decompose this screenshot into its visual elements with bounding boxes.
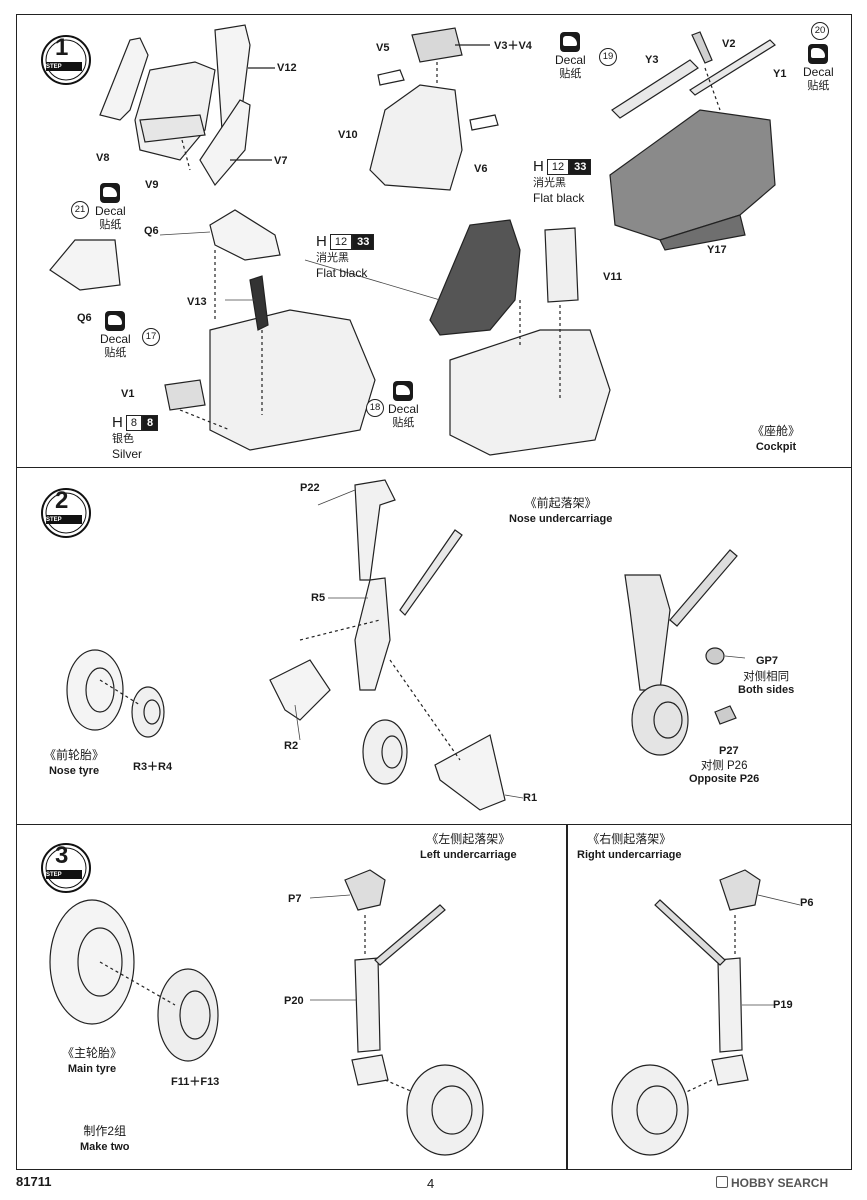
part-f11-f13: F11＋F13: [171, 1076, 220, 1088]
step-1-word: STEP: [46, 64, 62, 70]
step-3-number: 3: [55, 842, 69, 869]
step-1-badge: [41, 35, 91, 85]
part-v9: V9: [145, 179, 159, 191]
decal-number-17: 17: [142, 328, 160, 346]
part-q6-panel: Q6: [77, 312, 92, 324]
caption-nose-tyre: 《前轮胎》 Nose tyre: [44, 748, 105, 777]
step-3-word: STEP: [46, 872, 62, 878]
caption-cockpit: 《座舱》 Cockpit: [752, 424, 801, 453]
step-2-word: STEP: [46, 517, 62, 523]
step-3-badge: [41, 843, 91, 893]
decal-number-21: 21: [71, 201, 89, 219]
decal-number-20: 20: [811, 22, 829, 40]
caption-right-undercarriage: 《右侧起落架》 Right undercarriage: [577, 832, 682, 861]
decal-icon: [393, 381, 414, 401]
part-v5: V5: [376, 42, 390, 54]
decal-icon: [560, 32, 581, 52]
watermark: HOBBY SEARCH: [716, 1176, 828, 1190]
caption-main-tyre: 《主轮胎》 Main tyre: [62, 1046, 123, 1075]
part-p22: P22: [300, 482, 320, 494]
decal-note-top-right: Decal 贴纸: [803, 44, 834, 92]
part-r1: R1: [523, 792, 538, 804]
step-1-number: 1: [55, 34, 69, 61]
part-p7: P7: [288, 893, 302, 905]
step-2-number: 2: [55, 487, 69, 514]
part-p6: P6: [800, 897, 814, 909]
part-r5: R5: [311, 592, 326, 604]
decal-note-mid-left: Decal 贴纸: [100, 311, 131, 359]
part-p27: P27: [719, 745, 739, 757]
part-q6-top: Q6: [144, 225, 159, 237]
part-p20: P20: [284, 995, 304, 1007]
part-y17: Y17: [707, 244, 727, 256]
part-p19: P19: [773, 999, 793, 1011]
decal-note-top-center: Decal 贴纸: [555, 32, 586, 80]
decal-icon: [808, 44, 829, 64]
part-v13: V13: [187, 296, 207, 308]
note-both-sides: 对侧相同 Both sides: [738, 671, 795, 697]
step3-divider: [566, 824, 568, 1170]
part-v2: V2: [722, 38, 736, 50]
kit-number: 81711: [16, 1174, 52, 1189]
watermark-logo-icon: [716, 1176, 728, 1188]
part-v11: V11: [603, 271, 622, 283]
part-v7: V7: [274, 155, 288, 167]
caption-left-undercarriage: 《左侧起落架》 Left undercarriage: [420, 832, 517, 861]
page-number: 4: [427, 1176, 435, 1191]
part-v10: V10: [338, 129, 358, 141]
part-r2: R2: [284, 740, 299, 752]
step3-panel: [16, 824, 852, 1170]
note-opposite-p26: 对侧 P26 Opposite P26: [689, 760, 760, 786]
decal-number-18: 18: [366, 399, 384, 417]
part-v1: V1: [121, 388, 135, 400]
decal-icon: [105, 311, 126, 331]
decal-icon: [100, 183, 121, 203]
decal-note-bottom: Decal 贴纸: [388, 381, 419, 429]
caption-nose-undercarriage: 《前起落架》 Nose undercarriage: [509, 496, 613, 525]
part-r3-r4: R3＋R4: [133, 761, 173, 773]
part-v8: V8: [96, 152, 110, 164]
step-2-badge: [41, 488, 91, 538]
part-v3-v4: V3＋V4: [494, 40, 532, 52]
part-v12: V12: [277, 62, 297, 74]
decal-number-19: 19: [599, 48, 617, 66]
decal-note-left: Decal 贴纸: [95, 183, 126, 231]
note-make-two: 制作2组 Make two: [80, 1124, 130, 1153]
part-y1: Y1: [773, 68, 787, 80]
part-gp7: GP7: [756, 655, 779, 667]
part-y3: Y3: [645, 54, 659, 66]
part-v6: V6: [474, 163, 488, 175]
